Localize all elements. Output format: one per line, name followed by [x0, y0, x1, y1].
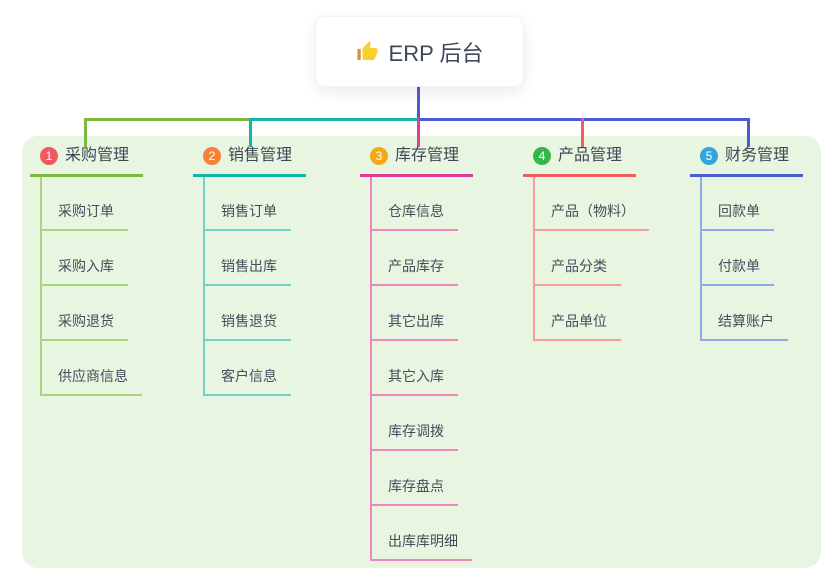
child-node-label: 付款单 — [718, 258, 760, 274]
connector-root-vertical — [417, 85, 420, 119]
branch-2: 2 销售管理 销售订单销售出库销售退货客户信息 — [193, 146, 307, 396]
child-node-label: 产品库存 — [388, 258, 444, 274]
child-node[interactable]: 库存调拨 — [372, 396, 458, 451]
branch-header[interactable]: 2 销售管理 — [193, 146, 307, 177]
branch-header[interactable]: 3 库存管理 — [360, 146, 474, 177]
branch-header[interactable]: 5 财务管理 — [690, 146, 804, 177]
child-node[interactable]: 采购退货 — [42, 286, 128, 341]
branch-children: 销售订单销售出库销售退货客户信息 — [203, 177, 291, 396]
child-node[interactable]: 销售订单 — [205, 177, 291, 231]
branch-title: 销售管理 — [228, 147, 293, 164]
branch-number-badge: 5 — [700, 147, 718, 165]
connector-drop-branch-1 — [84, 118, 87, 147]
child-node-label: 销售订单 — [221, 203, 277, 219]
child-node[interactable]: 产品（物料） — [535, 177, 649, 231]
branch-number-badge: 4 — [533, 147, 551, 165]
branch-number-badge: 2 — [203, 147, 221, 165]
branch-header[interactable]: 1 采购管理 — [30, 146, 144, 177]
child-node[interactable]: 产品库存 — [372, 231, 458, 286]
child-node-label: 库存盘点 — [388, 478, 444, 494]
root-node[interactable]: ERP 后台 — [315, 16, 524, 87]
branch-title: 财务管理 — [725, 147, 790, 164]
child-node[interactable]: 结算账户 — [702, 286, 788, 341]
root-node-title: ERP 后台 — [388, 40, 484, 66]
branch-number-badge: 3 — [370, 147, 388, 165]
child-node[interactable]: 其它出库 — [372, 286, 458, 341]
child-node-label: 客户信息 — [221, 368, 277, 384]
branch-5: 5 财务管理 回款单付款单结算账户 — [690, 146, 804, 341]
thumbs-up-icon — [356, 40, 379, 63]
child-node-label: 产品分类 — [551, 258, 607, 274]
child-node-label: 出库库明细 — [388, 533, 458, 549]
connector-drop-branch-3 — [417, 118, 420, 147]
child-node[interactable]: 产品分类 — [535, 231, 621, 286]
child-node-label: 采购退货 — [58, 313, 114, 329]
branch-header[interactable]: 4 产品管理 — [523, 146, 637, 177]
child-node[interactable]: 客户信息 — [205, 341, 291, 396]
child-node[interactable]: 仓库信息 — [372, 177, 458, 231]
branch-children: 回款单付款单结算账户 — [700, 177, 788, 341]
child-node-label: 结算账户 — [718, 313, 774, 329]
connector-drop-branch-4 — [581, 118, 584, 147]
branch-children: 产品（物料） 产品分类产品单位 — [533, 177, 649, 341]
connector-drop-branch-2 — [249, 118, 252, 147]
connector-horizontal-segment-1 — [84, 118, 251, 121]
child-node[interactable]: 采购订单 — [42, 177, 128, 231]
branch-3: 3 库存管理 仓库信息产品库存其它出库其它入库库存调拨库存盘点出库库明细 — [360, 146, 474, 561]
child-node[interactable]: 销售退货 — [205, 286, 291, 341]
child-node-label: 产品单位 — [551, 313, 607, 329]
child-node[interactable]: 供应商信息 — [42, 341, 142, 396]
child-node-label: 其它出库 — [388, 313, 444, 329]
branch-1: 1 采购管理 采购订单采购入库采购退货供应商信息 — [30, 146, 144, 396]
child-node-label: 销售退货 — [221, 313, 277, 329]
child-node-label: 销售出库 — [221, 258, 277, 274]
child-node-label: 采购入库 — [58, 258, 114, 274]
connector-drop-branch-5 — [747, 118, 750, 147]
branch-4: 4 产品管理 产品（物料） 产品分类产品单位 — [523, 146, 649, 341]
child-node[interactable]: 回款单 — [702, 177, 774, 231]
child-node[interactable]: 付款单 — [702, 231, 774, 286]
branch-title: 产品管理 — [558, 147, 623, 164]
child-node-label: 供应商信息 — [58, 368, 128, 384]
branches-background-panel — [22, 136, 821, 568]
child-node[interactable]: 其它入库 — [372, 341, 458, 396]
connector-horizontal-segment-2 — [249, 118, 419, 121]
branch-number-badge: 1 — [40, 147, 58, 165]
child-node-label: 采购订单 — [58, 203, 114, 219]
branch-title: 库存管理 — [395, 147, 460, 164]
child-node-label: 库存调拨 — [388, 423, 444, 439]
branch-title: 采购管理 — [65, 147, 130, 164]
child-node-label: 回款单 — [718, 203, 760, 219]
child-node-label: 仓库信息 — [388, 203, 444, 219]
child-node-label: 其它入库 — [388, 368, 444, 384]
child-node[interactable]: 销售出库 — [205, 231, 291, 286]
child-node[interactable]: 采购入库 — [42, 231, 128, 286]
child-node[interactable]: 出库库明细 — [372, 506, 472, 561]
child-node[interactable]: 产品单位 — [535, 286, 621, 341]
branch-children: 采购订单采购入库采购退货供应商信息 — [40, 177, 142, 396]
branch-children: 仓库信息产品库存其它出库其它入库库存调拨库存盘点出库库明细 — [370, 177, 472, 561]
child-node-label: 产品（物料） — [551, 203, 635, 219]
child-node[interactable]: 库存盘点 — [372, 451, 458, 506]
